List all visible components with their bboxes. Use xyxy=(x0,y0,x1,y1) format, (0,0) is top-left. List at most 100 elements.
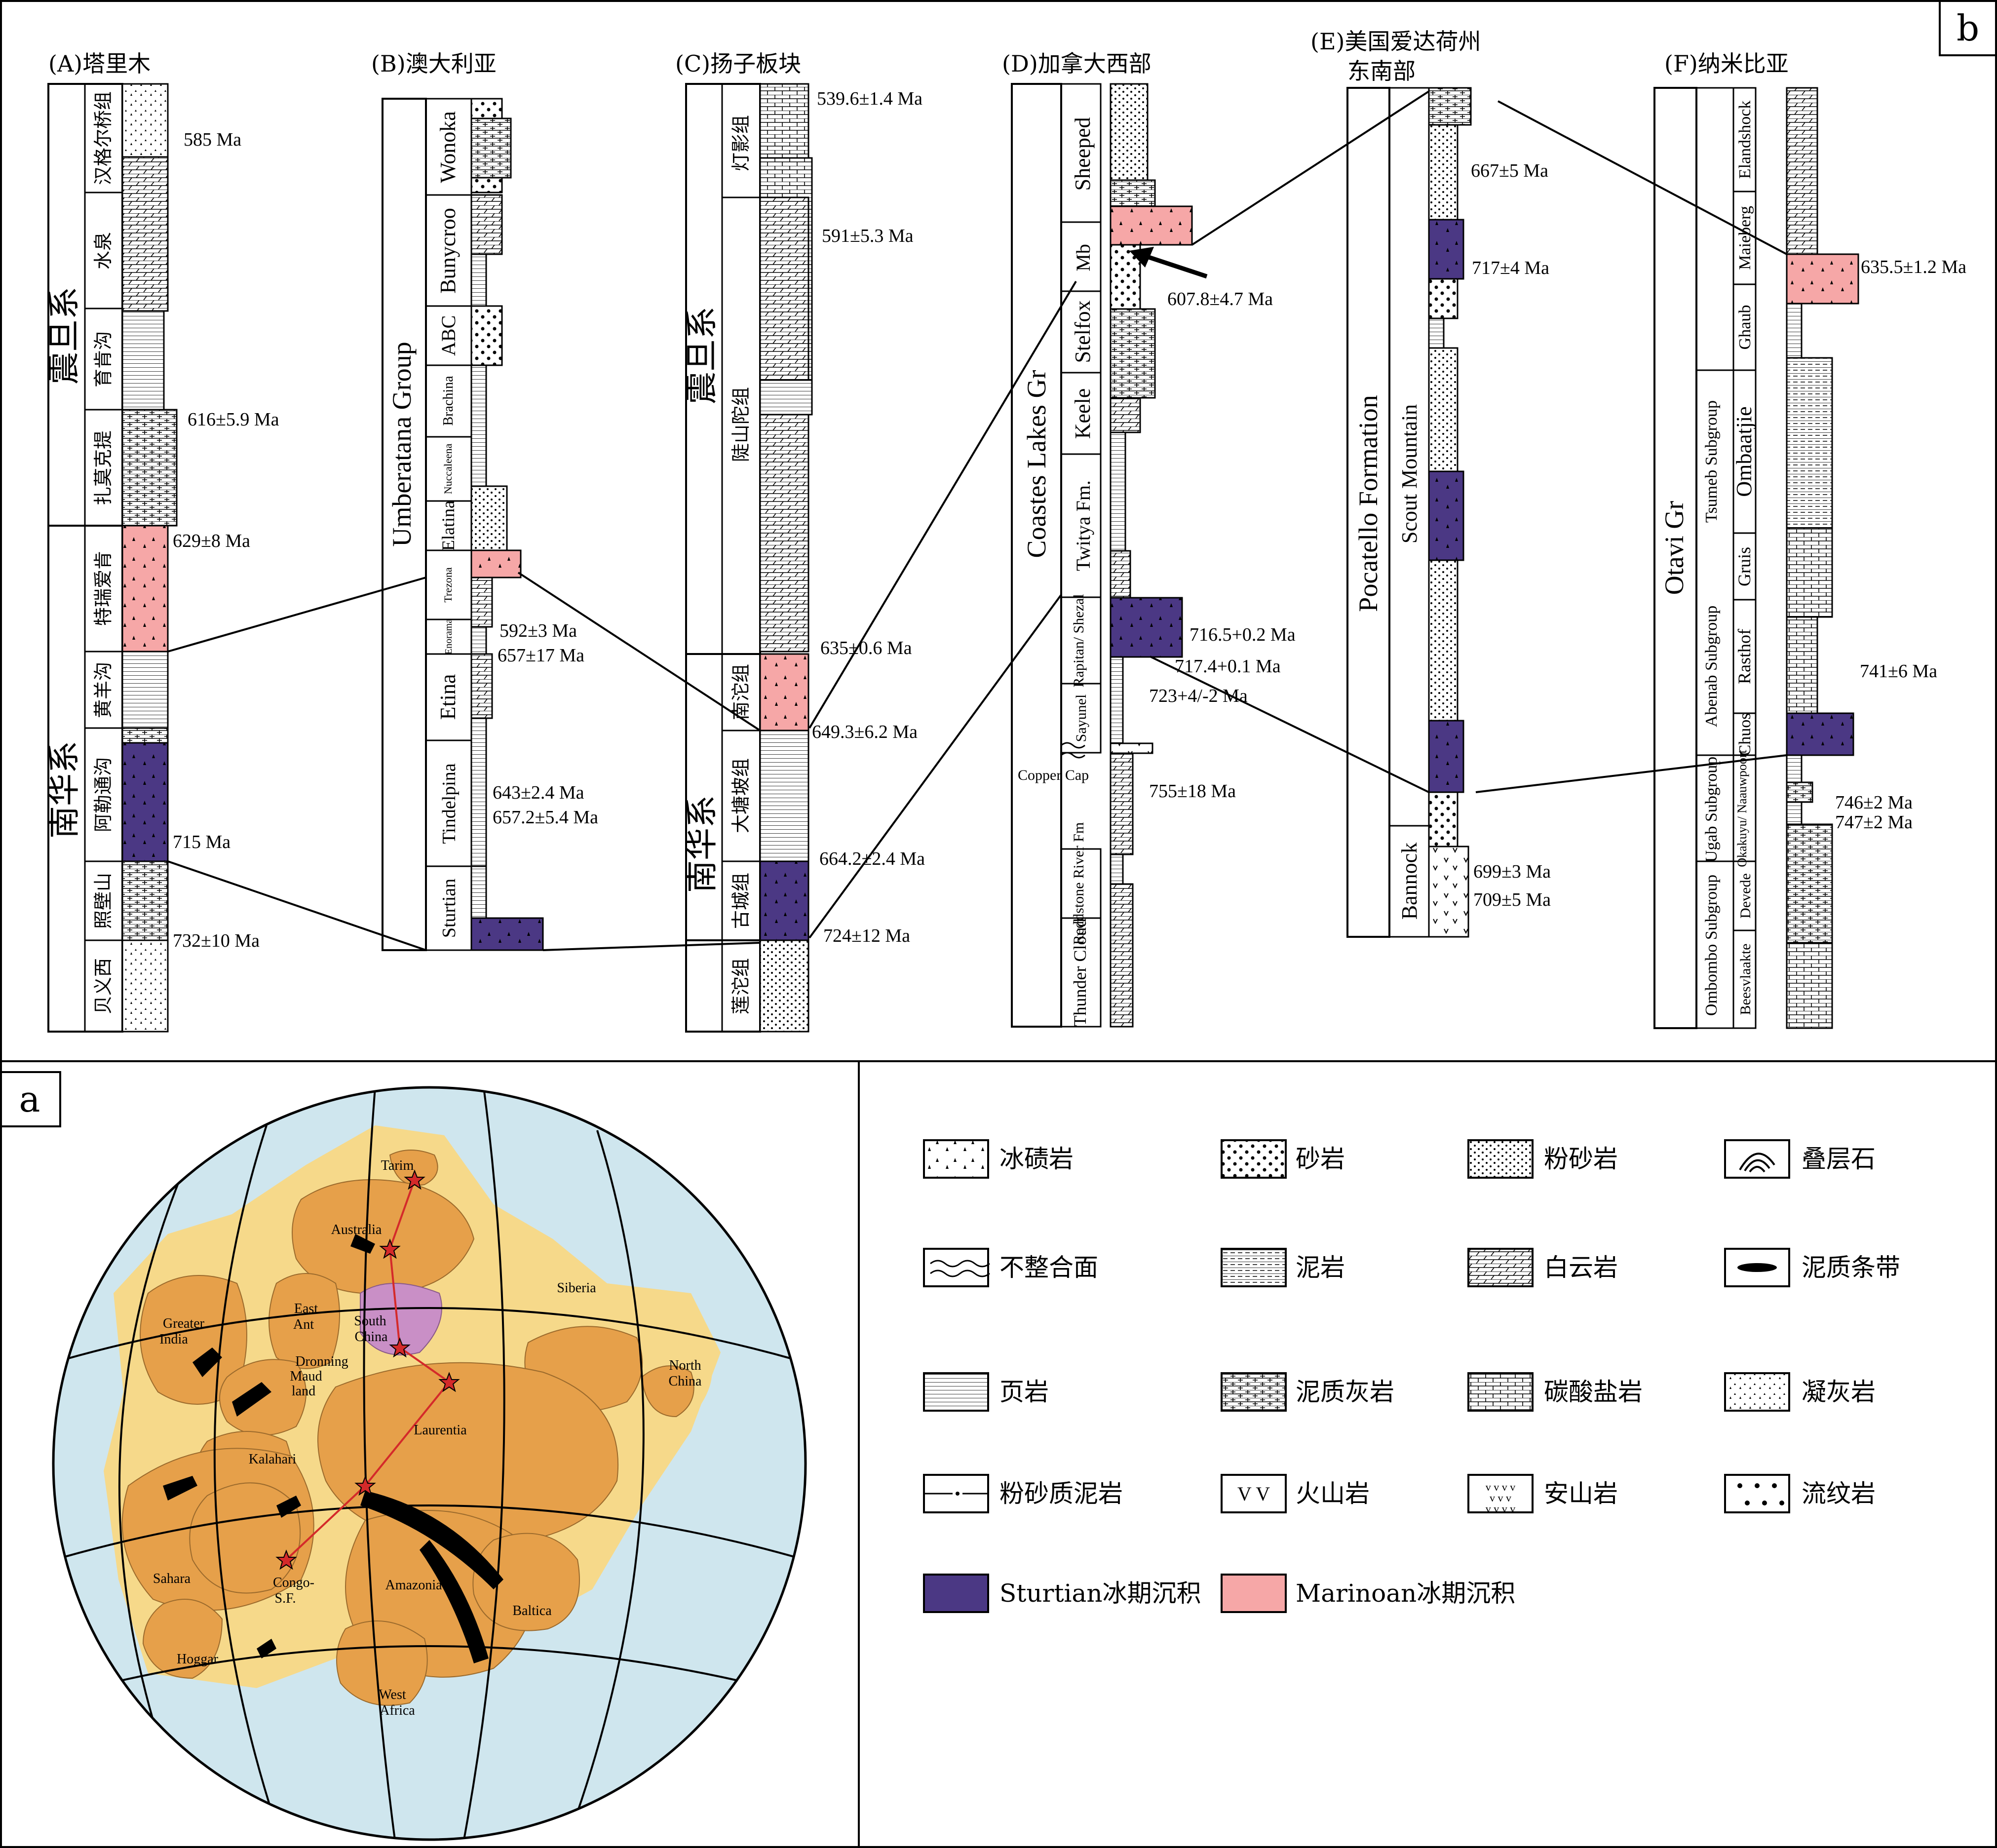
formation-b-2: ABC xyxy=(437,315,460,356)
formation-a-3: 扎莫克提 xyxy=(92,430,114,505)
formation-f-6: Chuos xyxy=(1736,713,1754,756)
formation-f-3: Ombaatjie xyxy=(1732,406,1756,497)
column-a: (A)塔里木 震旦系 南华系 汉格尔桥组 水泉 育肯沟 扎莫克提 特瑞爱肯 黄羊… xyxy=(45,50,279,1033)
age-d-1: 716.5+0.2 Ma xyxy=(1190,624,1296,645)
map-label-congo-1: Congo- xyxy=(273,1575,314,1590)
legend-swatch-andesite xyxy=(1467,1474,1534,1513)
formation-b-5: Elatina xyxy=(438,500,458,551)
legend-label-5: 泥岩 xyxy=(1296,1253,1345,1282)
legend-label-3: 叠层石 xyxy=(1802,1145,1876,1173)
age-a-1: 616±5.9 Ma xyxy=(188,409,279,430)
age-c-1: 591±5.3 Ma xyxy=(822,226,914,246)
formation-d-8: Reddstone River Fm xyxy=(1071,822,1087,945)
legend-volcanic-glyph: V V xyxy=(1237,1483,1270,1505)
map-label-dronning-3: land xyxy=(292,1384,315,1399)
column-e-title: (E)美国爱达荷州 xyxy=(1310,28,1481,55)
age-a-3: 715 Ma xyxy=(173,832,230,852)
legend-label-4: 不整合面 xyxy=(999,1253,1098,1282)
column-c-system-lower: 南华系 xyxy=(683,795,721,893)
column-f: (F)纳米比亚 Otavi Gr Tsumeb Subgroup Abenab … xyxy=(1653,50,1966,1029)
subgroup-f-0: Tsumeb Subgroup xyxy=(1702,400,1721,523)
formation-d-4: Twitya Fm. xyxy=(1072,480,1094,571)
formation-c-4: 古城组 xyxy=(730,873,752,929)
age-c-0: 539.6±1.4 Ma xyxy=(817,88,922,109)
legend-label-9: 泥质灰岩 xyxy=(1296,1378,1394,1406)
formation-f-8: Devede xyxy=(1737,873,1754,919)
age-c-2: 635±0.6 Ma xyxy=(820,638,912,658)
formation-b-9: Tindelpina xyxy=(439,763,460,844)
column-b-group: Umberatana Group xyxy=(387,342,417,546)
legend-swatch-marl xyxy=(1221,1372,1287,1412)
age-a-2: 629±8 Ma xyxy=(173,531,250,551)
legend: V V v v v v v v v v v v v 冰碛岩 砂岩 粉砂岩 叠层石… xyxy=(923,1139,1900,1613)
legend-label-15: 流纹岩 xyxy=(1802,1479,1876,1508)
map-label-hoggar: Hoggar xyxy=(177,1652,219,1667)
legend-andesite-glyph-2: v v v xyxy=(1490,1492,1511,1504)
legend-swatch-sandstone xyxy=(1221,1139,1287,1179)
formation-d-5: Rapitan/ Shezal xyxy=(1071,594,1087,687)
legend-label-8: 页岩 xyxy=(999,1378,1049,1406)
formation-c-3: 大塘坡组 xyxy=(730,758,752,833)
formation-c-0: 灯影组 xyxy=(730,115,752,171)
formation-b-8: Etina xyxy=(436,674,460,720)
map-label-sahara: Sahara xyxy=(153,1571,191,1586)
formation-f-2: Ghaub xyxy=(1736,305,1754,350)
column-a-system-upper: 震旦系 xyxy=(45,287,83,385)
legend-label-12: 粉砂质泥岩 xyxy=(999,1479,1123,1508)
map-label-australia: Australia xyxy=(331,1222,382,1237)
map-label-east-ant-2: Ant xyxy=(293,1317,314,1332)
legend-swatch-tuff xyxy=(1724,1372,1790,1412)
formation-a-8: 贝义西 xyxy=(92,958,114,1014)
legend-label-14: 安山岩 xyxy=(1544,1479,1618,1508)
map-label-south-china-1: South xyxy=(354,1313,386,1329)
column-b-title: (B)澳大利亚 xyxy=(371,50,497,77)
formation-a-6: 阿勒通沟 xyxy=(92,757,114,832)
map-label-greater-india-1: Greater xyxy=(163,1316,205,1331)
formation-f-1: Maieberg xyxy=(1736,206,1754,270)
age-e-1: 717±4 Ma xyxy=(1472,258,1549,278)
column-f-title: (F)纳米比亚 xyxy=(1664,50,1789,77)
formation-a-1: 水泉 xyxy=(92,232,114,270)
panel-label-b-box xyxy=(1939,0,1997,56)
correlation-lines xyxy=(167,90,1787,951)
formation-a-4: 特瑞爱肯 xyxy=(92,551,114,626)
map-label-siberia: Siberia xyxy=(557,1280,596,1296)
formation-b-0: Wonoka xyxy=(436,111,460,183)
map-label-east-ant-1: East xyxy=(294,1301,318,1316)
legend-swatch-sturtian xyxy=(923,1574,989,1613)
legend-label-1: 砂岩 xyxy=(1296,1145,1345,1173)
formation-b-10: Sturtian xyxy=(439,879,460,938)
column-d-title: (D)加拿大西部 xyxy=(1002,50,1152,77)
column-c-title: (C)扬子板块 xyxy=(675,50,801,77)
column-d: (D)加拿大西部 Coastes Lakes Gr Sheeped Mb Ste… xyxy=(1002,50,1296,1028)
map-label-west-africa-1: West xyxy=(379,1687,406,1702)
formation-a-2: 育肯沟 xyxy=(92,331,114,387)
age-d-4: 755±18 Ma xyxy=(1149,781,1236,802)
formation-d-7: Copper Cap xyxy=(1018,767,1089,783)
formation-d-3: Keele xyxy=(1071,388,1095,439)
age-a-4: 732±10 Ma xyxy=(173,930,260,951)
legend-label-16: Sturtian冰期沉积 xyxy=(999,1579,1201,1608)
formation-a-5: 黄羊沟 xyxy=(92,662,114,718)
formation-d-6: Sayunel xyxy=(1073,694,1089,742)
map-label-kalahari: Kalahari xyxy=(249,1452,297,1467)
age-f-2: 746±2 Ma xyxy=(1835,792,1913,813)
formation-d-2: Stelfox xyxy=(1071,300,1095,363)
column-c-system-upper: 震旦系 xyxy=(683,307,721,404)
legend-label-0: 冰碛岩 xyxy=(999,1145,1074,1173)
panel-label-a-box xyxy=(0,1071,61,1127)
age-b-3: 657.2±5.4 Ma xyxy=(493,807,598,828)
formation-a-7: 照壁山 xyxy=(92,873,114,929)
legend-label-13: 火山岩 xyxy=(1296,1479,1370,1508)
age-d-0: 607.8±4.7 Ma xyxy=(1167,289,1273,309)
formation-f-4: Gruis xyxy=(1734,547,1754,586)
legend-swatch-dolomite xyxy=(1467,1248,1534,1287)
legend-label-6: 白云岩 xyxy=(1544,1253,1618,1282)
legend-swatch-unconformity xyxy=(923,1248,989,1287)
formation-d-1: Mb xyxy=(1072,244,1094,271)
map-label-greater-india-2: India xyxy=(159,1332,188,1347)
subgroup-f-2: Ugab Subgroup xyxy=(1702,757,1721,862)
formation-c-2: 南沱组 xyxy=(730,664,752,720)
paleogeographic-map: Tarim Australia Siberia Greater India Ea… xyxy=(52,1086,807,1841)
